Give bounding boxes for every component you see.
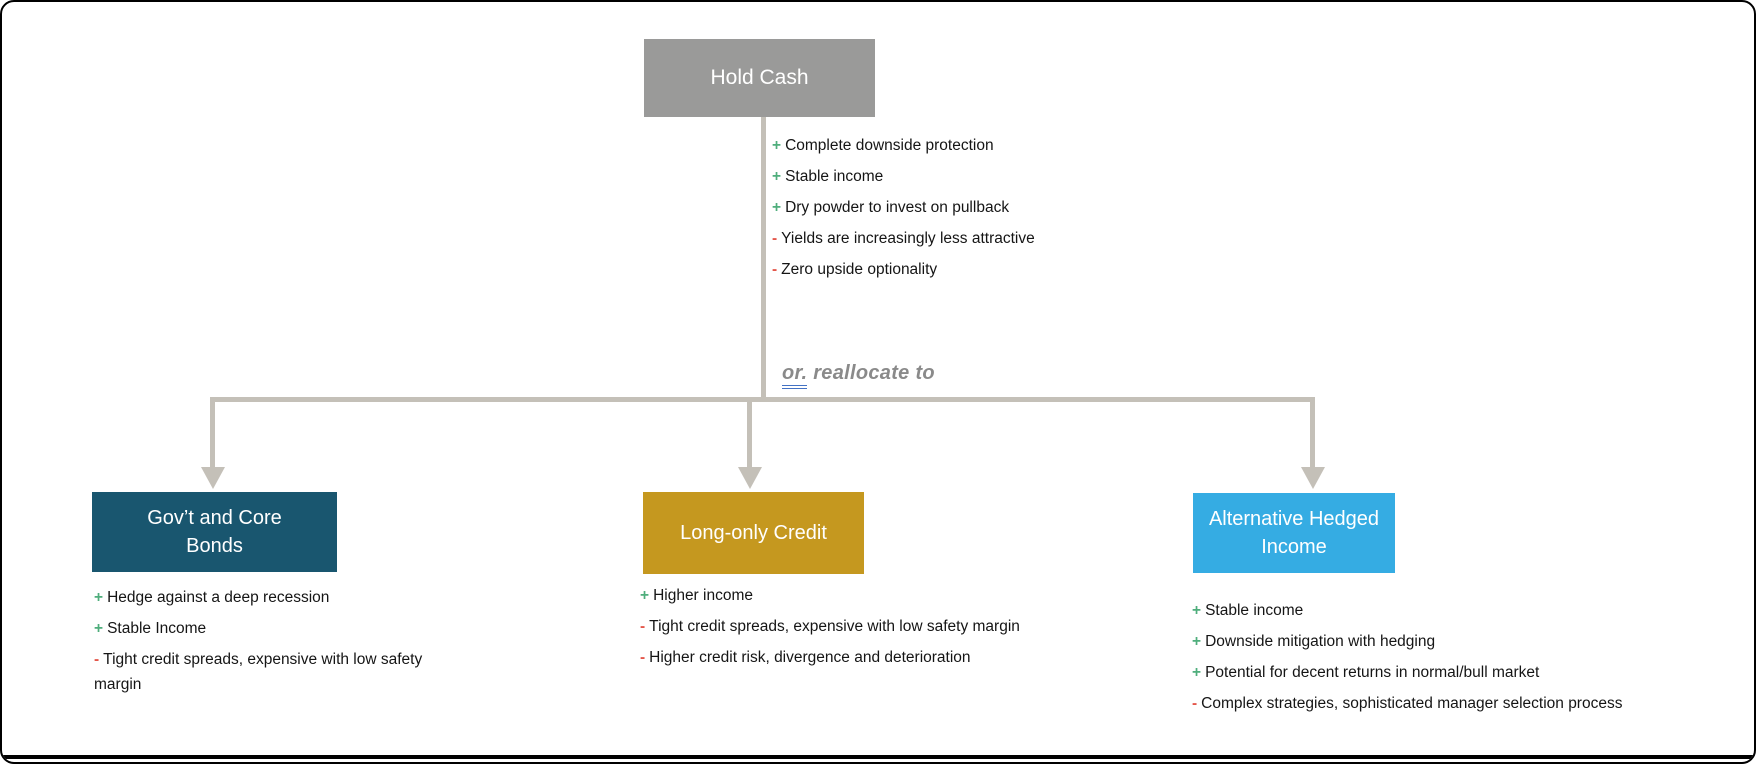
govt-core-bonds-title: Gov’t and Core Bonds [147, 507, 282, 557]
list-item-text: Higher credit risk, divergence and deter… [649, 649, 971, 666]
list-item: +Complete downside protection [772, 130, 1202, 161]
connector-drop-left [210, 397, 215, 469]
govt-core-bonds-pros-cons-list: +Hedge against a deep recession +Stable … [94, 585, 429, 703]
minus-icon: - [772, 261, 778, 278]
connector-drop-middle [747, 397, 752, 469]
plus-icon: + [640, 587, 650, 604]
or-reallocate-label: or. reallocate to [782, 362, 935, 389]
long-only-credit-pros-cons-list: +Higher income -Tight credit spreads, ex… [640, 583, 1140, 676]
list-item: -Yields are increasingly less attractive [772, 223, 1202, 254]
minus-icon: - [640, 649, 646, 666]
list-item-text: Higher income [653, 587, 753, 604]
list-item-text: Tight credit spreads, expensive with low… [94, 651, 423, 693]
list-item: +Stable income [772, 161, 1202, 192]
list-item-text: Complex strategies, sophisticated manage… [1201, 695, 1623, 712]
govt-core-bonds-box: Gov’t and Core Bonds [92, 492, 337, 572]
plus-icon: + [94, 620, 104, 637]
reallocate-to-text: reallocate to [813, 362, 935, 384]
arrow-down-icon [738, 467, 762, 489]
minus-icon: - [94, 651, 100, 668]
plus-icon: + [94, 589, 104, 606]
arrow-down-icon [201, 467, 225, 489]
connector-vertical-from-hold-cash [761, 117, 766, 402]
list-item: +Hedge against a deep recession [94, 585, 429, 610]
long-only-credit-box: Long-only Credit [643, 492, 864, 574]
list-item: +Higher income [640, 583, 1140, 608]
list-item-text: Stable income [1205, 602, 1304, 619]
list-item-text: Yields are increasingly less attractive [781, 230, 1035, 247]
list-item-text: Stable income [785, 168, 884, 185]
plus-icon: + [772, 199, 782, 216]
list-item: +Downside mitigation with hedging [1192, 629, 1722, 654]
list-item-text: Dry powder to invest on pullback [785, 199, 1010, 216]
long-only-credit-title: Long-only Credit [680, 522, 827, 544]
list-item: +Dry powder to invest on pullback [772, 192, 1202, 223]
list-item: -Tight credit spreads, expensive with lo… [640, 614, 1140, 639]
plus-icon: + [772, 137, 782, 154]
list-item: +Stable Income [94, 616, 429, 641]
hold-cash-pros-cons-list: +Complete downside protection +Stable in… [772, 130, 1202, 285]
list-item-text: Tight credit spreads, expensive with low… [649, 618, 1020, 635]
slide-bottom-rule [2, 755, 1754, 759]
plus-icon: + [772, 168, 782, 185]
connector-drop-right [1310, 397, 1315, 469]
minus-icon: - [1192, 695, 1198, 712]
list-item-text: Potential for decent returns in normal/b… [1205, 664, 1540, 681]
plus-icon: + [1192, 602, 1202, 619]
list-item-text: Stable Income [107, 620, 207, 637]
list-item: -Higher credit risk, divergence and dete… [640, 645, 1140, 670]
hold-cash-box: Hold Cash [644, 39, 875, 117]
alternative-hedged-income-title: Alternative Hedged Income [1208, 508, 1380, 558]
arrow-down-icon [1301, 467, 1325, 489]
list-item: -Tight credit spreads, expensive with lo… [94, 647, 429, 697]
minus-icon: - [640, 618, 646, 635]
hold-cash-title: Hold Cash [710, 66, 809, 90]
list-item: +Potential for decent returns in normal/… [1192, 660, 1722, 685]
list-item-text: Zero upside optionality [781, 261, 938, 278]
alternative-hedged-income-box: Alternative Hedged Income [1193, 493, 1395, 573]
list-item-text: Downside mitigation with hedging [1205, 633, 1436, 650]
list-item: -Complex strategies, sophisticated manag… [1192, 691, 1722, 716]
list-item: -Zero upside optionality [772, 254, 1202, 285]
list-item-text: Complete downside protection [785, 137, 994, 154]
connector-horizontal [210, 397, 1315, 402]
list-item: +Stable income [1192, 598, 1722, 623]
plus-icon: + [1192, 633, 1202, 650]
alternative-hedged-income-pros-cons-list: +Stable income +Downside mitigation with… [1192, 598, 1722, 722]
list-item-text: Hedge against a deep recession [107, 589, 330, 606]
minus-icon: - [772, 230, 778, 247]
or-word-underlined: or. [782, 362, 808, 389]
plus-icon: + [1192, 664, 1202, 681]
